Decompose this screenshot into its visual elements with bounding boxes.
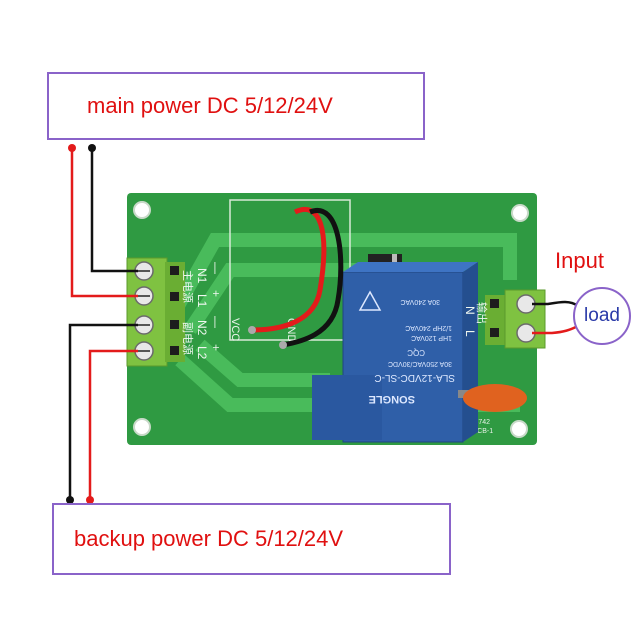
diode-band bbox=[392, 254, 397, 268]
main-source-cn-label: 主电源 bbox=[181, 270, 195, 303]
backup-wire-tip-black bbox=[66, 496, 74, 504]
main-power-label: main power DC 5/12/24V bbox=[87, 93, 333, 118]
capacitor bbox=[458, 384, 527, 412]
backup-source-cn-label: 副电源 bbox=[181, 322, 195, 355]
backup-power-wires bbox=[68, 323, 138, 498]
relay-flange bbox=[312, 375, 382, 440]
main-power-wires bbox=[70, 150, 138, 298]
mounting-hole bbox=[133, 418, 151, 436]
main-wire-tip-red bbox=[68, 144, 76, 152]
polarity-2: + bbox=[209, 290, 223, 297]
output-cn-label: 输出 bbox=[475, 302, 489, 324]
left-terminal-block bbox=[126, 257, 185, 367]
relay: SONGLE SLA-12VDC-SL-C 30A 250VAC/30VDC 1… bbox=[312, 262, 478, 443]
pin-label-n2: N2 bbox=[195, 320, 209, 336]
relay-top-face bbox=[343, 262, 478, 272]
right-terminal-block bbox=[485, 289, 546, 349]
main-power-label-box: main power DC 5/12/24V bbox=[47, 72, 425, 140]
relay-spec-2: 1/2HP 240VAC bbox=[405, 324, 452, 331]
input-label: Input bbox=[555, 248, 604, 273]
relay-side-face bbox=[463, 262, 478, 442]
load-label: load bbox=[584, 305, 620, 326]
mounting-holes bbox=[133, 201, 529, 438]
mounting-hole bbox=[133, 201, 151, 219]
backup-wire-tip-red bbox=[86, 496, 94, 504]
warning-triangle-icon bbox=[358, 290, 382, 311]
main-positive-wire bbox=[70, 150, 138, 298]
load-circle: load bbox=[573, 287, 631, 345]
vcc-label: VCC bbox=[229, 318, 241, 341]
polarity-3: — bbox=[209, 316, 223, 328]
pin-label-l2: L2 bbox=[195, 346, 209, 360]
pin-label-n: N bbox=[463, 306, 477, 315]
pin-label-n1: N1 bbox=[195, 268, 209, 284]
relay-spec-1: 1HP 120VAC bbox=[411, 334, 452, 341]
pin-label-l1: L1 bbox=[195, 294, 209, 308]
backup-positive-wire bbox=[88, 349, 138, 498]
polarity-1: — bbox=[209, 262, 223, 274]
gnd-wire bbox=[282, 207, 344, 348]
relay-spec-3: 30A 240VAC bbox=[400, 298, 440, 305]
backup-negative-wire bbox=[68, 323, 138, 498]
pin-label-l: L bbox=[463, 330, 477, 337]
mounting-hole bbox=[511, 204, 529, 222]
main-wire-tip-black bbox=[88, 144, 96, 152]
capacitor-body bbox=[463, 384, 527, 412]
backup-power-label-box: backup power DC 5/12/24V bbox=[52, 503, 451, 575]
relay-cqc: CQC bbox=[407, 348, 425, 357]
main-negative-wire bbox=[90, 150, 138, 273]
polarity-4: + bbox=[209, 344, 223, 351]
relay-model: SLA-12VDC-SL-C bbox=[374, 372, 455, 383]
backup-power-label: backup power DC 5/12/24V bbox=[74, 526, 344, 551]
relay-spec-4: 30A 250VAC/30VDC bbox=[388, 360, 452, 367]
relay-brand: SONGLE bbox=[369, 393, 415, 405]
mounting-hole bbox=[510, 420, 528, 438]
